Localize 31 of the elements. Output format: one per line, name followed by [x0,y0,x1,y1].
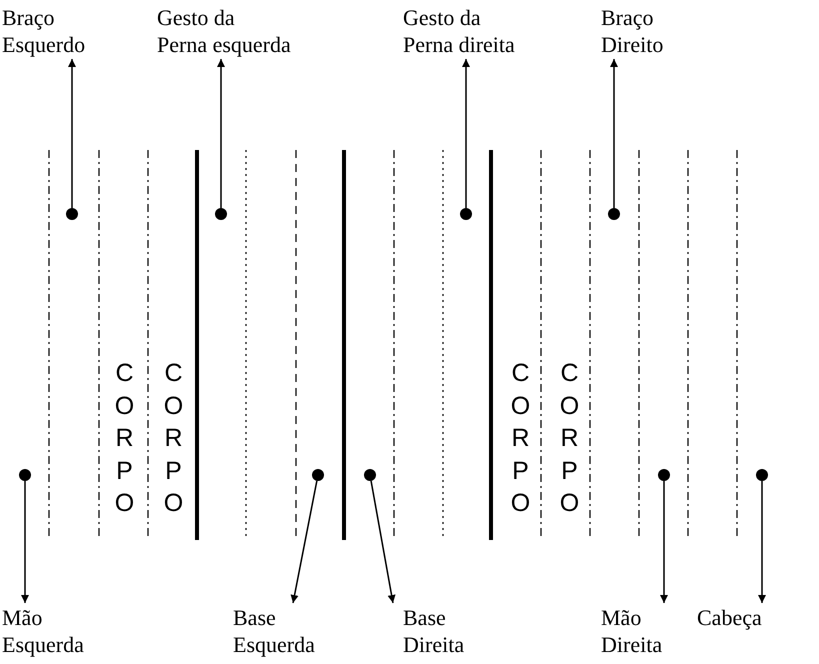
arrow [68,59,76,208]
body-part-label: Mão Direita [601,604,691,658]
body-part-label: Base Direita [403,604,493,658]
vertical-label: CORPO [162,358,184,519]
arrow [217,59,225,208]
arrow [660,481,668,603]
vertical-label: CORPO [114,358,136,519]
body-part-label: Mão Esquerda [2,604,102,658]
vertical-label: CORPO [510,358,532,519]
dot-marker [19,469,31,481]
dot-marker [364,469,376,481]
arrow [370,480,396,604]
body-part-label: Braço Esquerdo [2,4,102,58]
dot-marker [66,208,78,220]
dot-marker [460,208,472,220]
body-part-label: Braço Direito [601,4,691,58]
body-part-label: Base Esquerda [233,604,343,658]
arrow [610,59,618,208]
body-part-label: Cabeça [697,604,777,631]
dot-marker [312,469,324,481]
body-part-label: Gesto da Perna direita [403,4,553,58]
arrow [758,481,766,603]
dot-marker [215,208,227,220]
body-part-label: Gesto da Perna esquerda [157,4,322,58]
arrow [462,59,470,208]
vertical-label: CORPO [558,358,580,519]
arrow [290,480,318,604]
dot-marker [608,208,620,220]
dot-marker [658,469,670,481]
dot-marker [756,469,768,481]
arrow [21,481,29,603]
